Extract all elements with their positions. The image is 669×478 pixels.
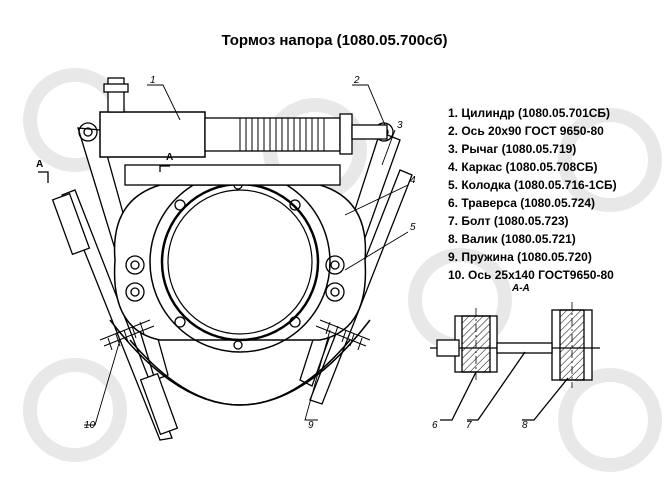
legend-item: 8. Валик (1080.05.721) [448, 232, 576, 246]
callout-leaders [84, 84, 409, 426]
parts-legend: 1. Цилиндр (1080.05.701СБ) 2. Ось 20х90 … [448, 104, 617, 284]
watermark-group [23, 68, 662, 472]
section-marker-left: А [36, 159, 43, 170]
section-arrows [38, 165, 170, 183]
section-view [430, 302, 600, 421]
callout-2: 2 [353, 75, 360, 86]
callout-8: 8 [522, 420, 528, 431]
legend-item: 9. Пружина (1080.05.720) [448, 250, 592, 264]
legend-item: 7. Болт (1080.05.723) [448, 214, 569, 228]
section-marker-right: А [166, 152, 173, 163]
legend-item: 4. Каркас (1080.05.708СБ) [448, 160, 598, 174]
legend-item: 10. Ось 25х140 ГОСТ9650-80 [448, 268, 614, 282]
legend-item: 3. Рычаг (1080.05.719) [448, 142, 577, 156]
legend-item: 2. Ось 20х90 ГОСТ 9650-80 [448, 124, 604, 138]
drawing-title: Тормоз напора (1080.05.700сб) [221, 32, 448, 49]
section-label: А-А [511, 283, 530, 294]
callout-7: 7 [466, 420, 472, 431]
callout-1: 1 [150, 75, 156, 86]
callout-9: 9 [308, 420, 314, 431]
callout-6: 6 [432, 420, 438, 431]
callout-10: 10 [84, 420, 96, 431]
callout-3: 3 [397, 120, 403, 131]
legend-item: 6. Траверса (1080.05.724) [448, 196, 595, 210]
callout-4: 4 [410, 175, 416, 186]
legend-item: 1. Цилиндр (1080.05.701СБ) [448, 106, 611, 120]
brake-assembly [51, 77, 413, 441]
callout-5: 5 [410, 222, 416, 233]
legend-item: 5. Колодка (1080.05.716-1СБ) [448, 178, 617, 192]
